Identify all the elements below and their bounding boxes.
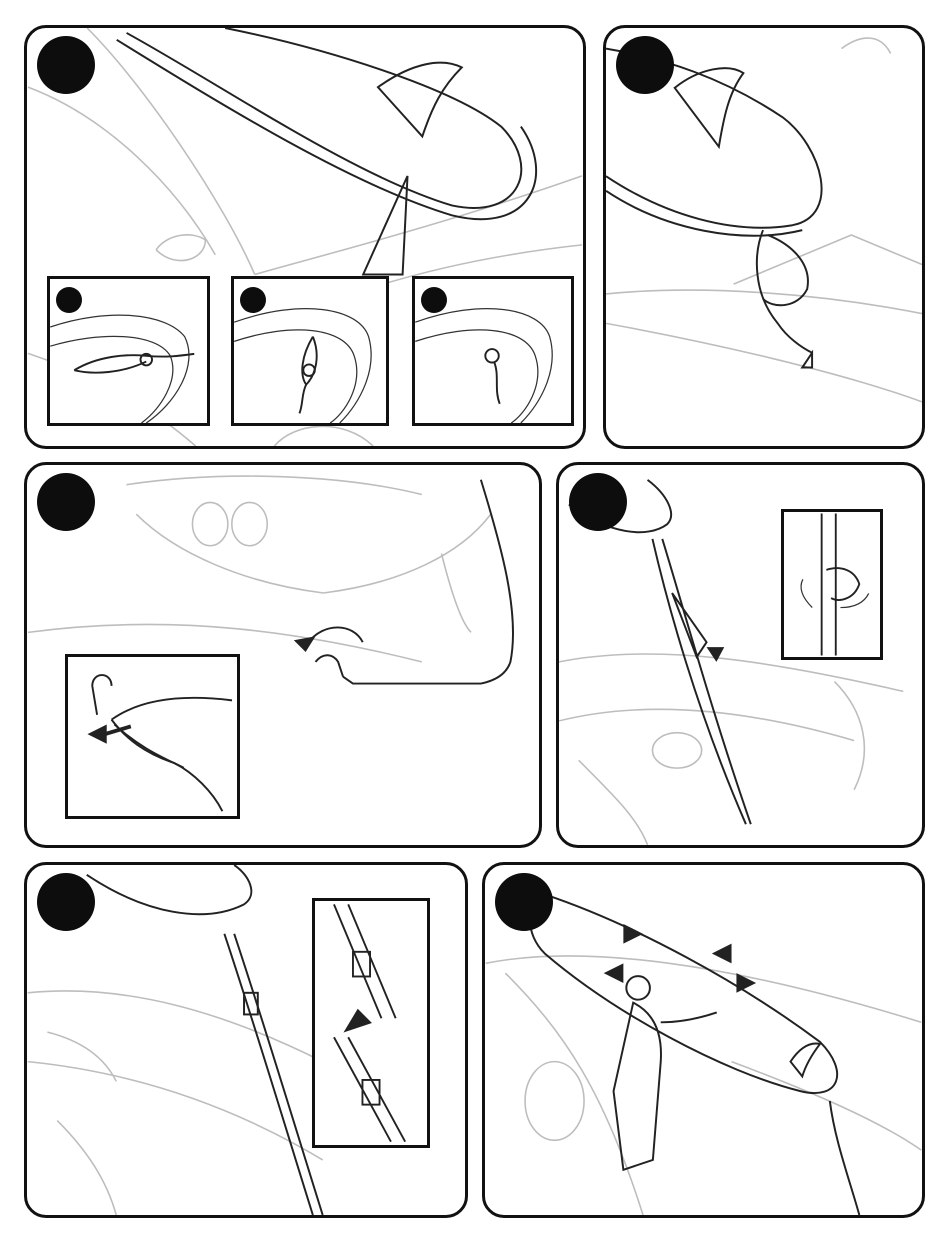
detail-inset-1b — [231, 276, 389, 426]
step-panel-4 — [556, 462, 925, 848]
step-panel-3 — [24, 462, 542, 848]
step-number-badge-6 — [495, 873, 553, 931]
step-number-badge-2 — [616, 36, 674, 94]
roof-board-check-illustration — [485, 865, 922, 1215]
detail-inset-4 — [781, 509, 883, 660]
step-number-badge-3 — [37, 473, 95, 531]
step-panel-6 — [482, 862, 925, 1218]
detail-inset-1c — [412, 276, 574, 426]
inset-badge-b — [240, 287, 266, 313]
inset-badge-c — [421, 287, 447, 313]
inset-badge-a — [56, 287, 82, 313]
detail-inset-3 — [65, 654, 240, 819]
detail-inset-1a — [47, 276, 210, 426]
step-panel-2 — [603, 25, 925, 449]
step-number-badge-4 — [569, 473, 627, 531]
step-number-badge-1 — [37, 36, 95, 94]
step-panel-1 — [24, 25, 586, 449]
step-number-badge-5 — [37, 873, 95, 931]
detail-inset-5 — [312, 898, 430, 1148]
step-panel-5 — [24, 862, 468, 1218]
